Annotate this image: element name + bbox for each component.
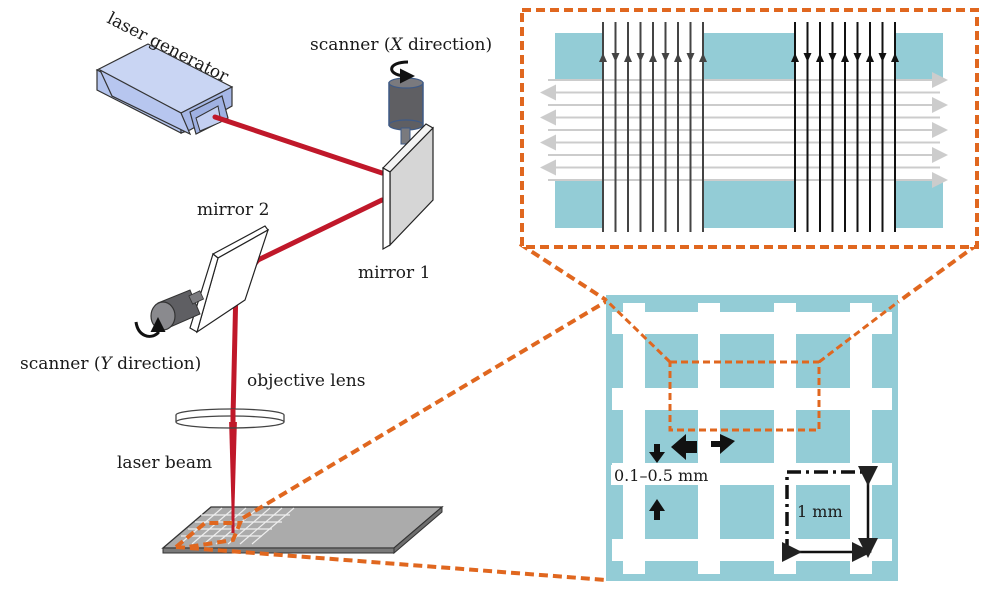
scan-detail-panel [520,8,979,249]
scan-direction-arrow [611,53,620,62]
period-marker [782,466,878,562]
rotation-arrow-x-icon [390,60,415,84]
scan-zoom-outline [604,298,899,432]
mirror-2-icon [189,225,270,334]
scan-direction-arrow [661,53,670,62]
scanner-y-motor-icon [150,289,205,331]
zoom-region-outline [174,296,614,582]
scan-direction-arrow [853,53,862,62]
mirror-2-label: mirror 2 [197,200,269,220]
objective-lens-icon [175,408,285,429]
scan-direction-arrow [828,53,837,62]
laser-beam-label: laser beam [117,453,212,473]
mirror-1-label: mirror 1 [358,263,430,283]
horizontal-scan-lines [540,72,948,188]
laser-generator-icon [95,43,234,136]
grid-detail-panel [606,295,898,581]
scan-direction-arrow [791,53,799,62]
scan-direction-arrow [891,53,899,62]
focused-laser-beam [229,418,237,525]
scan-direction-arrow [674,53,682,62]
big-zoom-connectors [518,242,980,304]
scan-direction-arrow [624,53,632,62]
scan-direction-arrow [878,53,887,62]
scan-direction-arrow [866,53,874,62]
line-width-label-bg [611,465,754,485]
line-width-arrows [649,434,735,520]
scan-direction-arrow [636,53,645,62]
scan-direction-arrow [649,53,657,62]
period-label: 1 mm [797,502,843,521]
rotation-arrow-y-icon [134,317,166,338]
vertical-scan-lines [599,22,899,232]
line-width-label: 0.1–0.5 mm [614,466,708,485]
scan-direction-arrow [599,53,607,62]
objective-lens-label: objective lens [247,371,365,391]
scan-direction-arrow [686,53,695,62]
scan-direction-arrow [699,53,707,62]
scanner-y-label: scanner (Y direction) [20,354,201,374]
scan-direction-arrow [841,53,849,62]
scanner-x-label: scanner (X direction) [310,35,492,55]
scan-direction-arrow [816,53,824,62]
mirror-1-icon [382,123,434,251]
scan-direction-arrow [803,53,812,62]
